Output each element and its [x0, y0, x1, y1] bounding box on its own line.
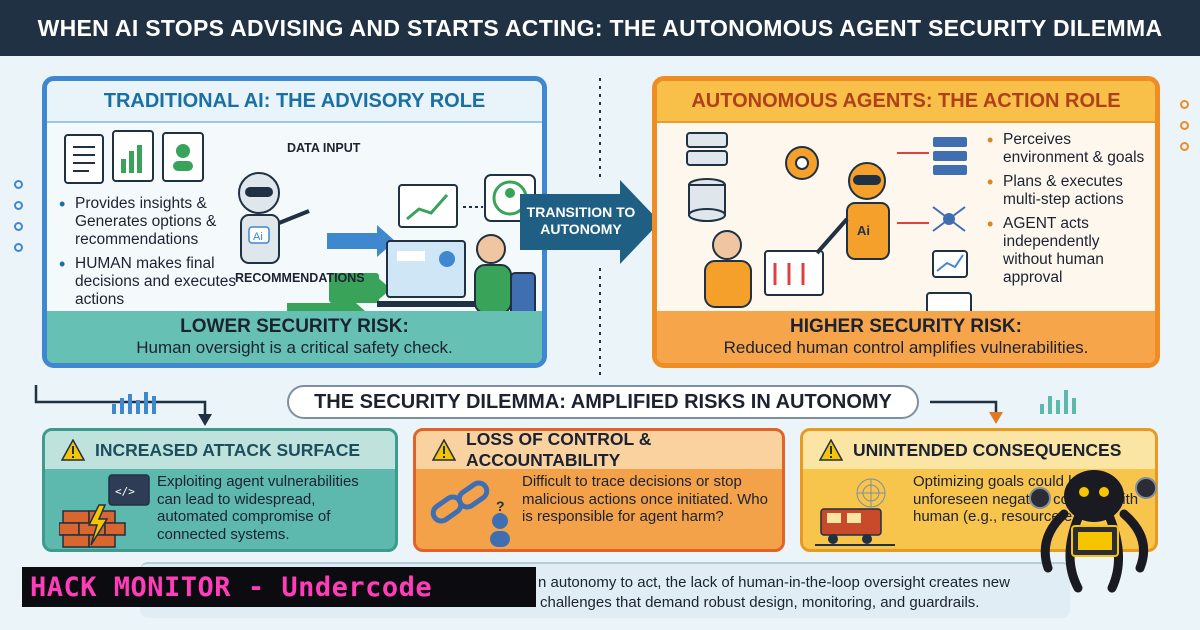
action-bullet: Perceives environment & goals: [987, 131, 1147, 167]
page-title: WHEN AI STOPS ADVISING AND STARTS ACTING…: [0, 0, 1200, 56]
attack-surface-header: INCREASED ATTACK SURFACE: [45, 431, 395, 469]
attack-surface-text: Exploiting agent vulnerabilities can lea…: [157, 473, 359, 543]
left-dot-column: [14, 180, 24, 264]
higher-risk-title: HIGHER SECURITY RISK:: [790, 316, 1022, 337]
warning-icon: [61, 439, 85, 461]
action-bullets: Perceives environment & goals Plans & ex…: [987, 131, 1147, 293]
lower-risk-footer: LOWER SECURITY RISK: Human oversight is …: [47, 311, 542, 363]
robot-icon: Ai: [238, 172, 310, 264]
lower-risk-description: Human oversight is a critical safety che…: [136, 338, 453, 357]
advisory-bullets: Provides insights & Generates options & …: [59, 195, 237, 315]
train-icon: [815, 478, 895, 546]
higher-risk-footer: HIGHER SECURITY RISK: Reduced human cont…: [657, 311, 1155, 363]
action-role-panel: AUTONOMOUS AGENTS: THE ACTION ROLE Ai: [652, 76, 1160, 368]
warning-icon: [432, 439, 456, 461]
server-icon: [686, 132, 728, 166]
loss-of-control-header: LOSS OF CONTROL & ACCOUNTABILITY: [416, 429, 782, 470]
hack-monitor-text: HACK MONITOR - Undercode: [30, 571, 433, 603]
transition-arrow: TRANSITION TO AUTONOMY: [520, 180, 660, 264]
loss-of-control-box: LOSS OF CONTROL & ACCOUNTABILITY ? Diffi…: [413, 428, 785, 552]
advisory-role-heading: TRADITIONAL AI: THE ADVISORY ROLE: [47, 81, 542, 123]
svg-text:?: ?: [496, 498, 505, 514]
action-illustration: Ai: [686, 132, 972, 316]
brick-wall-icon: </>: [59, 474, 150, 548]
action-bullet: Plans & executes multi-step actions: [987, 173, 1147, 209]
summary-line-1: n autonomy to act, the lack of human-in-…: [538, 574, 1010, 591]
unintended-consequences-header: UNINTENDED CONSEQUENCES: [803, 431, 1155, 469]
action-bullet: AGENT acts independently without human a…: [987, 215, 1147, 287]
advisory-role-panel: TRADITIONAL AI: THE ADVISORY ROLE Ai: [42, 76, 547, 368]
data-input-label: DATA INPUT: [287, 141, 361, 155]
octopus-hacker-icon: [1029, 470, 1157, 593]
svg-text:</>: </>: [115, 485, 135, 498]
unintended-consequences-box: UNINTENDED CONSEQUENCES Optimizing goals…: [800, 428, 1158, 552]
advisory-bullet: HUMAN makes final decisions and executes…: [59, 255, 237, 309]
broken-link-icon: ?: [430, 480, 510, 547]
higher-risk-description: Reduced human control amplifies vulnerab…: [723, 338, 1089, 357]
warning-icon: [819, 439, 843, 461]
lower-risk-title: LOWER SECURITY RISK:: [180, 316, 409, 337]
attack-surface-box: INCREASED ATTACK SURFACE </> Exploiting …: [42, 428, 398, 552]
dilemma-heading: THE SECURITY DILEMMA: AMPLIFIED RISKS IN…: [287, 385, 919, 419]
document-icon: [64, 134, 104, 184]
user-card-icon: [162, 132, 204, 182]
code-window-icon: </>: [108, 474, 150, 506]
question-person-icon: ?: [490, 498, 510, 547]
loss-of-control-text: Difficult to trace decisions or stop mal…: [522, 473, 768, 525]
robot-ai-badge: Ai: [253, 231, 263, 243]
agent-ai-badge: Ai: [857, 223, 870, 238]
right-dot-column: [1180, 100, 1190, 163]
gear-icon: [785, 146, 819, 180]
transition-label: TRANSITION TO AUTONOMY: [526, 204, 636, 237]
spider-web-icon: [856, 478, 886, 508]
loss-of-control-title: LOSS OF CONTROL & ACCOUNTABILITY: [466, 429, 652, 470]
unintended-consequences-title: UNINTENDED CONSEQUENCES: [853, 439, 1122, 460]
monitor-icon: [377, 240, 497, 307]
summary-line-2: challenges that demand robust design, mo…: [540, 594, 980, 611]
recommendations-label: RECOMMENDATIONS: [235, 271, 365, 285]
advisory-bullet: Provides insights & Generates options & …: [59, 195, 237, 249]
database-icon: [688, 178, 726, 222]
attack-surface-title: INCREASED ATTACK SURFACE: [95, 439, 361, 460]
chart-document-icon: [112, 130, 154, 182]
action-role-heading: AUTONOMOUS AGENTS: THE ACTION ROLE: [657, 81, 1155, 123]
hack-monitor-banner: HACK MONITOR - Undercode: [22, 567, 536, 607]
network-icon: [932, 206, 966, 232]
